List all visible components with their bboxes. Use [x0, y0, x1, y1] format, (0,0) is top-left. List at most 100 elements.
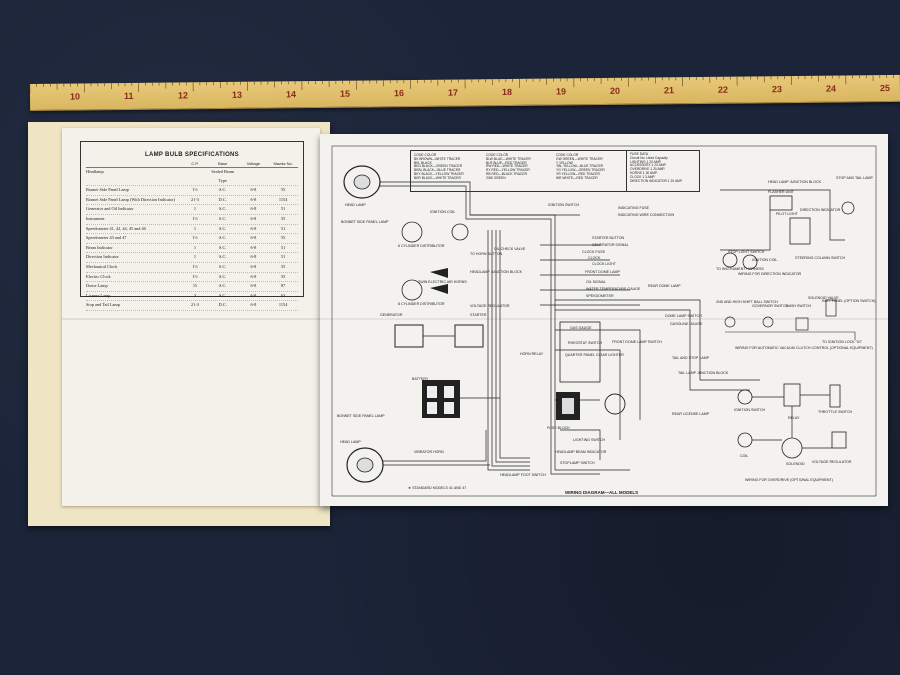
six-cyl-distributor-shape: [401, 221, 423, 243]
lamp-table-cell: 87: [280, 283, 286, 289]
label-inst-panel: INST. PANEL (OPTION SWITCH): [822, 299, 876, 303]
horn-shape: [430, 268, 448, 278]
legend-entry: Circuit No. Used Capacity: [630, 155, 668, 160]
label-gasoline-gauge: GASOLINE GAUGE: [670, 322, 703, 326]
label-solenoid-valve: SOLENOID VALVE: [808, 296, 839, 300]
head-lamp-top-bulb: [353, 174, 371, 190]
label-water-temp: WATER TEMPERATURE GAUGE: [586, 287, 641, 291]
label-clock-fuse: CLOCK FUSE: [582, 250, 605, 254]
lamp-table-cell: 55: [280, 263, 286, 269]
lamp-table-cell: 6-8: [250, 235, 257, 241]
ignition-switch-r-shape: [737, 389, 753, 405]
label-direction-indicator: DIRECTION INDICATOR: [800, 208, 841, 212]
lamp-table-cell: 1½: [192, 187, 198, 193]
lamp-table-cell: S.C.: [219, 187, 227, 193]
legend-entry: Y YELLOW: [556, 160, 573, 165]
legend-entry: BKG BLACK—GREEN TRACER: [414, 164, 463, 169]
eight-cyl-distributor-shape: [401, 279, 423, 301]
label-throttle-switch: THROTTLE SWITCH: [818, 410, 853, 414]
label-pilot-light: PILOT LIGHT: [776, 212, 798, 216]
label-head-lamp-top: HEAD LAMP: [345, 203, 366, 207]
legend-entry: FUSE DATA: [630, 152, 649, 156]
label-eight-cyl: 8 CYLINDER DISTRIBUTOR: [398, 302, 445, 306]
label-lighting-switch: LIGHTING SWITCH: [573, 438, 606, 442]
vacuum-wiring: [725, 331, 856, 340]
legend-entry: BKBL BLACK—BLUE TRACER: [414, 168, 461, 173]
lamp-table-cell: Speedometer 41, 42, 44, 45 and 46: [86, 225, 146, 231]
lamp-table-row: Bonnet Side Panel Lamp (With Direction I…: [86, 196, 298, 206]
legend-entry: WR WHITE—RED TRACER: [556, 175, 598, 180]
label-oil-signal: OIL SIGNAL: [586, 280, 606, 284]
lamp-table-cell: Generator and Oil Indicator: [86, 206, 134, 212]
solenoid-valve-shape: [825, 299, 837, 317]
lamp-table-cell: D.C.: [218, 302, 227, 308]
legend-entry: RY RED—YELLOW TRACER: [486, 168, 530, 173]
lamp-table-cell: 1: [193, 225, 197, 231]
lamp-table-cell: 51: [280, 244, 286, 250]
booklet-fold: [62, 318, 320, 320]
lamp-table-cell: Beam Indicator: [86, 244, 113, 250]
legend-entry: YG YELLOW—GREEN TRACER: [556, 168, 605, 173]
lamp-table-cell: 55: [280, 215, 286, 221]
legend-entry: GW GREEN—WHITE TRACER: [556, 156, 603, 161]
label-voltage-reg: VOLTAGE REGULATOR: [470, 304, 510, 308]
label-wiring-direction: WIRING FOR DIRECTION INDICATOR: [738, 272, 802, 276]
legend-entry: BK BROWN—WHITE TRACER: [414, 156, 461, 161]
label-bonnet-side-top: BONNET SIDE PANEL LAMP: [341, 220, 389, 224]
label-speedometer: SPEEDOMETER: [586, 294, 614, 298]
lamp-table-cell: 51: [280, 206, 286, 212]
wiring-diagram-sheet: [320, 134, 888, 506]
label-front-dome-lamp: FRONT DOME LAMP: [585, 270, 620, 274]
label-headlamp-junction: HEADLAMP JUNCTION BLOCK: [470, 270, 523, 274]
lamp-table-cell: Electric Clock: [86, 273, 111, 279]
lamp-table-cell: 21-3: [191, 196, 199, 202]
header-mazda: Mazda No.: [273, 161, 293, 166]
label-gas-gauge: GAS GAUGE: [570, 326, 592, 330]
label-second-high: 2ND AND HIGH SHIFT BALL SWITCH: [716, 300, 778, 304]
lamp-table-cell: Dome Lamp: [86, 283, 108, 289]
battery-cell: [427, 386, 437, 398]
label-generator-signal: GENERATOR SIGNAL: [592, 243, 629, 247]
label-stop-light: STOP LIGHT SWITCH: [728, 250, 765, 254]
lamp-table-cell: 6-8: [250, 244, 257, 250]
legend-entry: DIRECTION INDICATOR 1 20 AMP.: [630, 178, 683, 183]
lamp-table-cell: Bonnet Side Panel Lamp (With Direction I…: [86, 196, 176, 202]
legend-entry: YR YELLOW—RED TRACER: [556, 171, 600, 176]
lamp-table-cell: 1½: [192, 273, 198, 279]
lighting-switch-shape: [604, 393, 626, 415]
ignition-coil-shape: [451, 223, 469, 241]
legend-entry: BKR BLACK—WHITE TRACER: [414, 175, 461, 180]
lamp-table-cell: S.C.: [219, 263, 227, 269]
lamp-table-cell: 55: [280, 273, 286, 279]
lamp-table-cell: 21-3: [191, 302, 199, 308]
label-starter-button: STARTER BUTTON: [592, 236, 625, 240]
label-clock-light: CLOCK LIGHT: [592, 262, 616, 266]
label-wiring-overdrive: WIRING FOR OVERDRIVE (OPTIONAL EQUIPMENT…: [745, 478, 833, 482]
legend-entry: CODE COLOR: [414, 153, 437, 157]
instrument-shape: [722, 252, 738, 268]
label-head-lamp-bottom: HEAD LAMP: [340, 440, 361, 444]
label-vibrator-horn: VIBRATOR HORN: [414, 450, 444, 454]
governor-switch-shape: [762, 316, 774, 328]
lamp-table-cell: S.C.: [219, 244, 227, 250]
horn-shape: [430, 284, 448, 294]
legend-entry: CODE COLOR: [486, 153, 509, 157]
label-bonnet-side-bottom: BONNET SIDE PANEL LAMP: [337, 414, 385, 418]
lamp-table-cell: 6-8: [250, 206, 257, 212]
direction-wiring: [720, 210, 771, 251]
legend-entry: BLR BLUE—RED TRACER: [486, 160, 527, 165]
lamp-table-cell: 6-8: [250, 283, 257, 289]
legend-entry: ACCESSORY 1 20 AMP.: [630, 163, 667, 168]
label-horn-button: TO HORN BUTTON: [470, 252, 503, 256]
coil-shape: [737, 432, 753, 448]
lamp-table-cell: 51: [280, 254, 286, 260]
label-rear-dome: REAR DOME LAMP: [648, 284, 681, 288]
lamp-table-cell: S.C.: [219, 273, 227, 279]
